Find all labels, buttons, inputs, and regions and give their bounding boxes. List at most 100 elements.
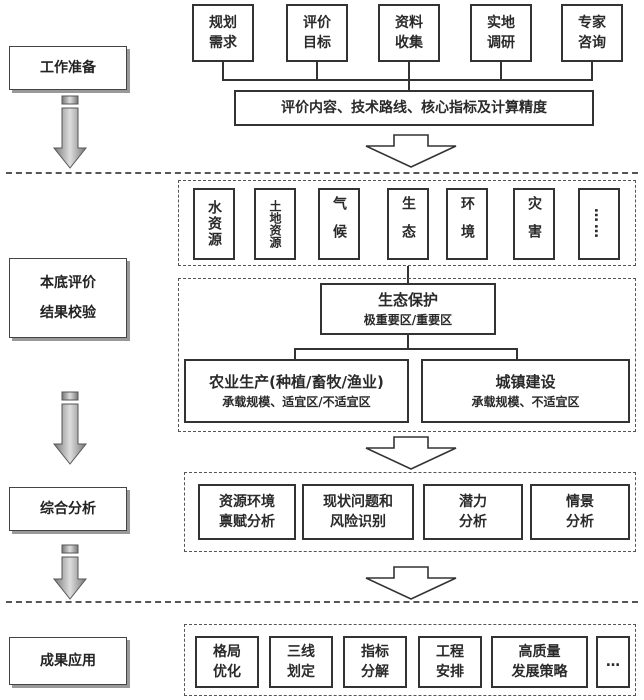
stage-arrow-1 bbox=[52, 95, 88, 169]
analysis-group bbox=[184, 472, 636, 552]
flow-arrow-2 bbox=[365, 436, 457, 470]
summary-text: 评价内容、技术路线、核心指标及计算精度 bbox=[281, 100, 547, 116]
item-line1: 现状问题和 bbox=[323, 494, 393, 510]
prep-item-data-collection: 资料 收集 bbox=[378, 4, 440, 62]
item-line1: 评价 bbox=[303, 15, 331, 31]
item-line1: 规划 bbox=[209, 15, 237, 31]
item-line2: 优化 bbox=[213, 664, 241, 680]
stage-label: 成果应用 bbox=[40, 653, 96, 669]
ecology-subtitle: 极重要区/重要区 bbox=[363, 313, 453, 327]
urban-construction: 城镇建设 承载规模、不适宜区 bbox=[421, 359, 630, 423]
connector bbox=[591, 62, 593, 80]
ecology-protection: 生态保护 极重要区/重要区 bbox=[320, 283, 496, 335]
item-line2: 划定 bbox=[287, 664, 315, 680]
item-line1: 资源环境 bbox=[219, 494, 275, 510]
factor-label: 生态 bbox=[400, 196, 416, 252]
prep-summary: 评价内容、技术路线、核心指标及计算精度 bbox=[234, 90, 594, 126]
evaluation-group bbox=[178, 278, 636, 432]
prep-item-expert-consultation: 专家 咨询 bbox=[561, 4, 623, 62]
item-line1: … bbox=[606, 654, 620, 670]
app-pattern-optimization: 格局 优化 bbox=[195, 636, 259, 688]
app-project-arrangement: 工程 安排 bbox=[418, 636, 482, 688]
item-line1: 指标 bbox=[361, 644, 389, 660]
item-line1: 情景 bbox=[566, 494, 594, 510]
factor-ecology: 生态 bbox=[387, 188, 429, 260]
factor-disasters: 灾害 bbox=[513, 188, 555, 260]
item-line1: 专家 bbox=[578, 15, 606, 31]
item-line1: 格局 bbox=[213, 644, 241, 660]
factor-water-resources: 水资源 bbox=[193, 188, 235, 260]
factor-climate: 气候 bbox=[318, 188, 360, 260]
item-line2: 分析 bbox=[566, 514, 594, 530]
item-line2: 分析 bbox=[459, 514, 487, 530]
section-divider-2 bbox=[6, 601, 638, 603]
stage-label-line2: 结果校验 bbox=[40, 305, 96, 321]
item-line1: 工程 bbox=[436, 644, 464, 660]
item-line1: 三线 bbox=[287, 644, 315, 660]
app-three-lines: 三线 划定 bbox=[269, 636, 333, 688]
connector bbox=[316, 62, 318, 80]
stage-arrow-2 bbox=[52, 391, 88, 465]
item-line1: 实地 bbox=[487, 15, 515, 31]
connector bbox=[294, 348, 296, 360]
urban-subtitle: 承载规模、不适宜区 bbox=[471, 395, 580, 409]
connector bbox=[222, 79, 593, 81]
stage-label: 综合分析 bbox=[40, 501, 96, 517]
agriculture-production: 农业生产(种植/畜牧/渔业) 承载规模、适宜区/不适宜区 bbox=[184, 359, 409, 423]
item-line2: 咨询 bbox=[578, 35, 606, 51]
connector bbox=[222, 62, 224, 80]
item-line1: 潜力 bbox=[459, 494, 487, 510]
factor-group bbox=[178, 180, 636, 266]
factor-label: 水资源 bbox=[206, 200, 222, 248]
prep-item-planning-needs: 规划 需求 bbox=[192, 4, 254, 62]
stage-comprehensive-analysis: 综合分析 bbox=[9, 487, 127, 531]
analysis-risk-identification: 现状问题和 风险识别 bbox=[302, 484, 414, 540]
stage-label: 工作准备 bbox=[40, 60, 96, 76]
item-line2: 禀赋分析 bbox=[219, 514, 275, 530]
factor-label: 土地资源 bbox=[268, 200, 282, 248]
app-indicator-decomposition: 指标 分解 bbox=[343, 636, 407, 688]
flow-arrow-1 bbox=[365, 134, 457, 168]
factor-label: …… bbox=[591, 208, 607, 240]
app-high-quality-strategy: 高质量 发展策略 bbox=[491, 636, 588, 688]
factor-land-resources: 土地资源 bbox=[254, 188, 296, 260]
analysis-scenario: 情景 分析 bbox=[530, 484, 630, 540]
item-line2: 安排 bbox=[436, 664, 464, 680]
analysis-potential: 潜力 分析 bbox=[423, 484, 523, 540]
item-line2: 收集 bbox=[395, 35, 423, 51]
connector bbox=[408, 62, 410, 90]
section-divider-1 bbox=[6, 172, 638, 174]
connector bbox=[294, 348, 518, 350]
flow-arrow-3 bbox=[365, 566, 457, 600]
app-more: … bbox=[596, 636, 630, 688]
factor-label: 环境 bbox=[459, 196, 475, 252]
stage-baseline-evaluation: 本底评价 结果校验 bbox=[9, 258, 127, 338]
item-line2: 分解 bbox=[361, 664, 389, 680]
item-line2: 风险识别 bbox=[330, 514, 386, 530]
application-group bbox=[184, 624, 636, 696]
prep-item-field-research: 实地 调研 bbox=[470, 4, 532, 62]
factor-label: 灾害 bbox=[526, 196, 542, 252]
analysis-resource-endowment: 资源环境 禀赋分析 bbox=[198, 484, 296, 540]
ecology-title: 生态保护 bbox=[377, 291, 438, 309]
factor-environment: 环境 bbox=[446, 188, 488, 260]
stage-result-application: 成果应用 bbox=[9, 637, 127, 685]
item-line1: 资料 bbox=[395, 15, 423, 31]
stage-label-line1: 本底评价 bbox=[40, 275, 96, 291]
connector bbox=[516, 348, 518, 360]
connector bbox=[407, 335, 409, 349]
factor-label: 气候 bbox=[331, 196, 347, 252]
agriculture-title: 农业生产(种植/畜牧/渔业) bbox=[209, 373, 384, 391]
item-line2: 目标 bbox=[303, 35, 331, 51]
item-line2: 需求 bbox=[209, 35, 237, 51]
factor-more: …… bbox=[578, 188, 620, 260]
agriculture-subtitle: 承载规模、适宜区/不适宜区 bbox=[222, 395, 371, 409]
item-line2: 调研 bbox=[487, 35, 515, 51]
urban-title: 城镇建设 bbox=[495, 373, 556, 391]
item-line1: 高质量 bbox=[518, 644, 561, 660]
connector bbox=[407, 266, 409, 284]
prep-item-evaluation-goals: 评价 目标 bbox=[286, 4, 348, 62]
stage-arrow-3 bbox=[52, 544, 88, 600]
stage-preparation: 工作准备 bbox=[9, 46, 127, 90]
connector bbox=[500, 62, 502, 80]
